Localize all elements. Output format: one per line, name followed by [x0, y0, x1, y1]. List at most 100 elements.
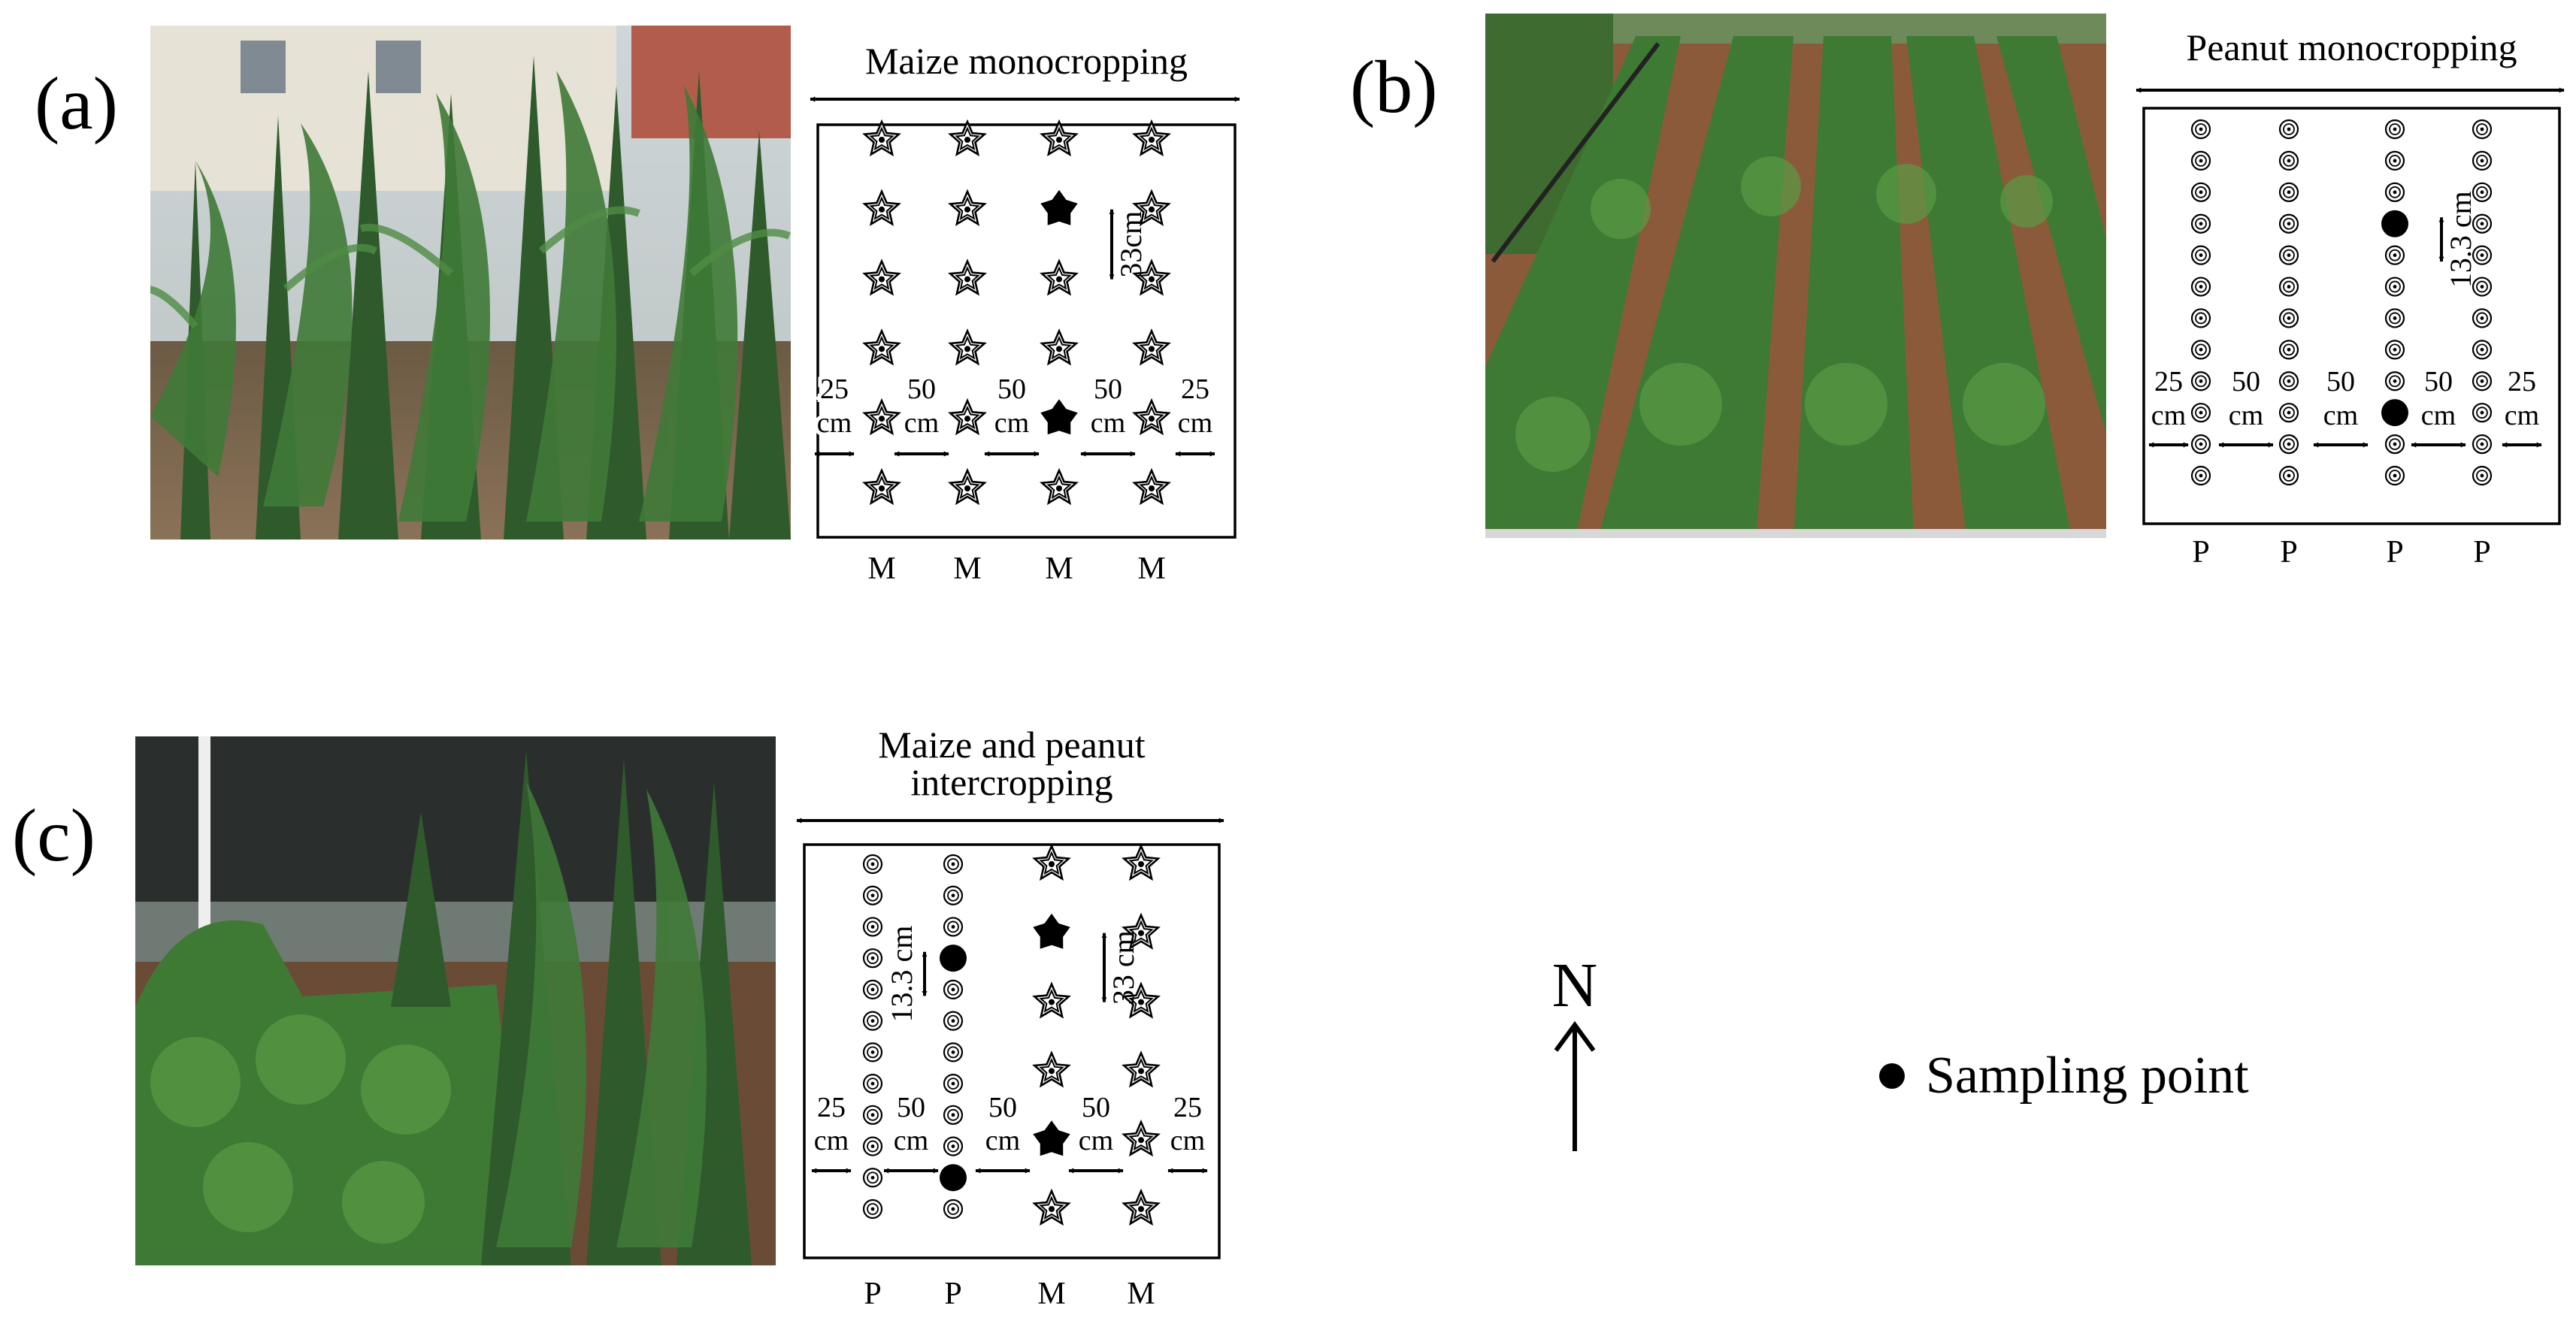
star-center: [1049, 861, 1055, 867]
circle-center: [2287, 347, 2291, 352]
circle-center: [2393, 190, 2397, 195]
circle-center: [870, 1113, 875, 1117]
plot-border: [816, 123, 1237, 539]
circle-center: [2199, 347, 2203, 352]
star-center: [879, 416, 885, 422]
spacing-label: 33 cm: [1106, 930, 1140, 1005]
gap-value: 50: [907, 373, 936, 405]
star-center: [1138, 1206, 1144, 1212]
circle-center: [870, 925, 875, 929]
circle-center: [2480, 222, 2484, 226]
sampling-point-marker: [2381, 399, 2408, 427]
star-center: [1056, 137, 1062, 143]
star-center: [964, 416, 970, 422]
star-center: [879, 276, 885, 283]
star-center: [964, 276, 970, 283]
gap-unit: cm: [817, 407, 852, 439]
gap-unit: cm: [994, 407, 1029, 439]
circle-center: [870, 1050, 875, 1054]
circle-center: [2393, 159, 2397, 163]
gap-value: 25: [2508, 366, 2536, 397]
circle-center: [870, 862, 875, 866]
sampling-point-marker: [940, 1164, 967, 1192]
diagram-title: intercropping: [910, 761, 1112, 803]
gap-value: 25: [817, 1092, 846, 1123]
star-center: [1138, 929, 1144, 936]
circle-center: [2287, 410, 2291, 415]
circle-center: [951, 987, 955, 992]
panel-label-c: (c): [12, 793, 95, 877]
circle-center: [2393, 347, 2397, 352]
circle-center: [951, 1019, 955, 1023]
spacing-label: 13.3 cm: [885, 926, 919, 1023]
gap-value: 25: [2154, 366, 2183, 397]
circle-center: [870, 987, 875, 992]
circle-center: [870, 956, 875, 960]
circle-center: [2287, 316, 2291, 320]
star-center: [964, 137, 970, 143]
gap-value: 50: [988, 1092, 1017, 1123]
circle-center: [2287, 127, 2291, 131]
row-label: M: [953, 552, 981, 586]
circle-center: [2287, 159, 2291, 163]
circle-center: [951, 1207, 955, 1211]
circle-center: [2287, 379, 2291, 383]
circle-center: [2480, 159, 2484, 163]
star-center: [1049, 999, 1055, 1005]
gap-value: 50: [897, 1092, 925, 1123]
circle-center: [870, 1207, 875, 1211]
sampling-point-marker: [940, 945, 967, 972]
star-center: [1138, 1137, 1144, 1144]
star-center: [1149, 485, 1155, 491]
circle-center: [2287, 253, 2291, 258]
star-center: [879, 346, 885, 352]
diagram-title: Maize and peanut: [878, 724, 1146, 766]
star-center: [1149, 346, 1155, 352]
circle-center: [951, 1144, 955, 1148]
circle-center: [2480, 190, 2484, 195]
star-center: [1056, 485, 1062, 491]
star-center: [1056, 276, 1062, 283]
gap-unit: cm: [894, 1125, 928, 1156]
plot-border: [2142, 107, 2561, 525]
circle-center: [2480, 379, 2484, 383]
circle-center: [870, 1081, 875, 1086]
gap-unit: cm: [1079, 1125, 1113, 1156]
circle-center: [2199, 473, 2203, 478]
circle-center: [2480, 127, 2484, 131]
gap-unit: cm: [985, 1125, 1020, 1156]
circle-center: [2199, 253, 2203, 258]
gap-unit: cm: [1091, 407, 1125, 439]
gap-unit: cm: [2505, 400, 2539, 431]
row-label: M: [867, 552, 895, 586]
sampling-point-marker: [1033, 913, 1070, 949]
circle-center: [2480, 316, 2484, 320]
row-label: P: [2473, 535, 2490, 570]
gap-value: 50: [2424, 366, 2453, 397]
circle-center: [2287, 222, 2291, 226]
circle-center: [870, 1019, 875, 1023]
gap-unit: cm: [814, 1125, 849, 1156]
circle-center: [2199, 127, 2203, 131]
star-center: [964, 346, 970, 352]
circle-center: [951, 1113, 955, 1117]
circle-center: [2199, 379, 2203, 383]
gap-unit: cm: [2229, 400, 2263, 431]
circle-center: [2287, 285, 2291, 289]
circle-center: [2393, 316, 2397, 320]
gap-unit: cm: [1178, 407, 1212, 439]
row-label: M: [1037, 1277, 1065, 1311]
gap-unit: cm: [2421, 400, 2456, 431]
diagram-title: Maize monocropping: [865, 40, 1188, 82]
circle-center: [951, 1081, 955, 1086]
row-label: P: [2280, 535, 2297, 570]
gap-value: 50: [1094, 373, 1122, 405]
gap-value: 50: [2326, 366, 2355, 397]
star-center: [964, 485, 970, 491]
star-center: [1138, 1068, 1144, 1075]
circle-center: [2199, 285, 2203, 289]
star-center: [964, 206, 970, 213]
star-center: [1149, 276, 1155, 283]
circle-center: [2480, 473, 2484, 478]
